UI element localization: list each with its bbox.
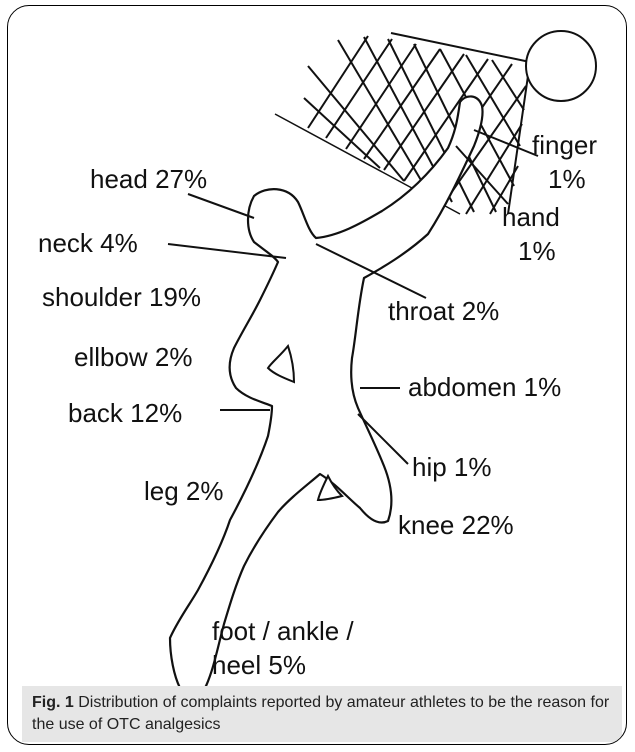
label-foot-line2: heel 5%: [212, 650, 306, 680]
net-right-edge: [508, 62, 530, 214]
label-shoulder: shoulder 19%: [42, 282, 201, 312]
label-neck: neck 4%: [38, 228, 138, 258]
label-hand-line1: hand: [502, 202, 560, 232]
figure-frame: head 27% neck 4% shoulder 19% ellbow 2% …: [7, 5, 627, 745]
figure-caption: Fig. 1 Distribution of complaints report…: [22, 686, 622, 742]
label-finger-line1: finger: [532, 130, 597, 160]
caption-text: Distribution of complaints reported by a…: [32, 694, 609, 733]
label-hip: hip 1%: [412, 452, 492, 482]
label-throat: throat 2%: [388, 296, 499, 326]
label-elbow: ellbow 2%: [74, 342, 193, 372]
label-leg: leg 2%: [144, 476, 224, 506]
label-knee: knee 22%: [398, 510, 514, 540]
label-head: head 27%: [90, 164, 207, 194]
label-hand-line2: 1%: [518, 236, 556, 266]
label-foot-line1: foot / ankle /: [212, 616, 354, 646]
finger-leader: [474, 130, 538, 156]
caption-label: Fig. 1: [32, 694, 74, 711]
label-abdomen: abdomen 1%: [408, 372, 561, 402]
head-leader: [188, 194, 254, 218]
volleyball: [526, 31, 596, 101]
label-finger-line2: 1%: [548, 164, 586, 194]
label-back: back 12%: [68, 398, 182, 428]
